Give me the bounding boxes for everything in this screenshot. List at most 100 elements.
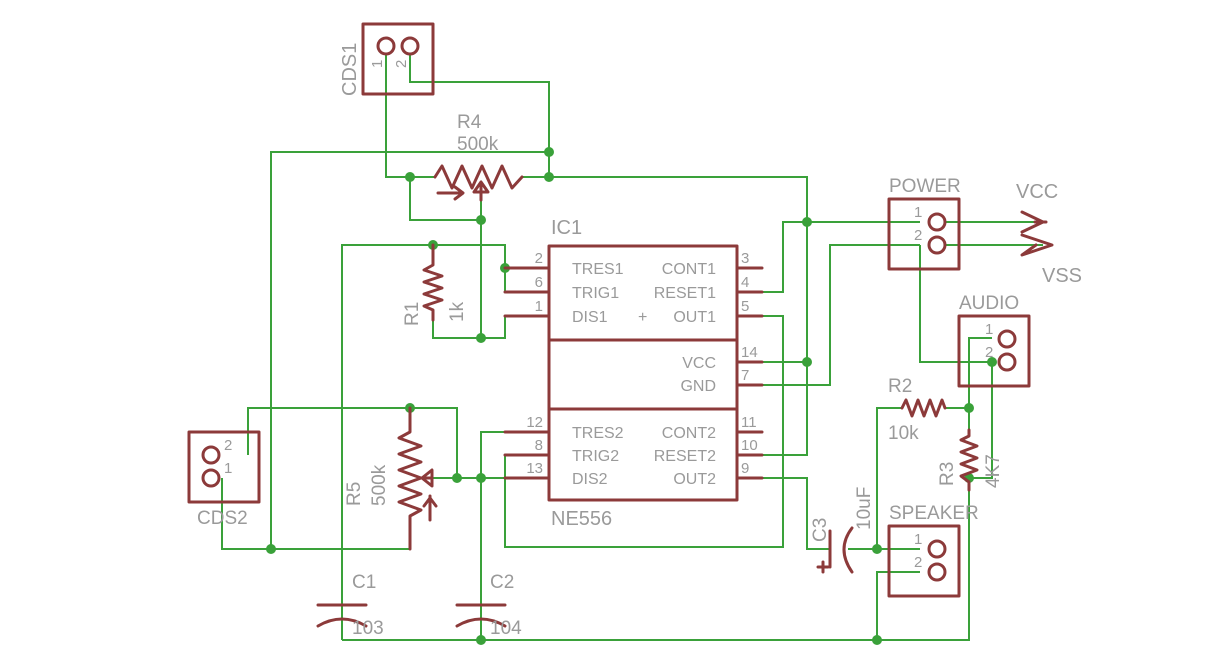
wiper-arrow <box>420 468 434 488</box>
component-label: R3 <box>937 462 958 486</box>
ic-value: NE556 <box>551 508 612 530</box>
pin-number: 11 <box>741 414 757 431</box>
pin-signal-label: DIS1 <box>572 309 608 326</box>
junction-dot <box>476 333 486 343</box>
component-label: C2 <box>490 572 514 593</box>
pin-number: 2 <box>914 227 922 244</box>
junction-dot <box>987 357 997 367</box>
c3-capacitor: C3 10uF <box>810 487 875 574</box>
pin-signal-label: TRES2 <box>572 425 624 442</box>
c1-capacitor: C1 103 <box>316 572 384 639</box>
pin-signal-label: OUT1 <box>673 309 716 326</box>
wiper-tip <box>422 496 438 508</box>
junction-dot <box>266 544 276 554</box>
junction-dot <box>476 635 486 645</box>
wires <box>221 55 1043 641</box>
wire <box>740 221 920 293</box>
pin-number: 1 <box>985 321 993 338</box>
component-label: C1 <box>352 572 376 593</box>
pin-signal-label: TRIG1 <box>572 285 619 302</box>
wire <box>409 55 550 152</box>
pin-pad <box>201 445 221 465</box>
pin-number: 9 <box>741 460 749 477</box>
power-connector: 1 2 POWER <box>887 176 961 271</box>
pin-number: 2 <box>393 60 410 68</box>
pin-number: 7 <box>741 367 749 384</box>
vss-label: VSS <box>1042 265 1082 287</box>
junction-dot <box>872 635 882 645</box>
resistor-zigzag <box>422 243 444 322</box>
pin-number: 5 <box>741 298 749 315</box>
r4-potentiometer: R4 500k <box>433 112 524 202</box>
wire <box>740 244 920 386</box>
wiper-arrow <box>472 180 490 194</box>
resistor-zigzag <box>959 428 979 492</box>
pin-number: 13 <box>526 460 543 477</box>
component-label: AUDIO <box>959 293 1019 314</box>
component-label: CDS1 <box>339 43 361 96</box>
connector-body <box>361 22 435 96</box>
junction-dot <box>544 172 554 182</box>
pin-pad <box>997 329 1017 349</box>
r2-resistor: R2 10k <box>888 376 947 444</box>
pin-number: 2 <box>914 554 922 571</box>
junction-dot <box>802 217 812 227</box>
connector-body <box>887 524 961 598</box>
resistor-zigzag <box>433 164 524 190</box>
junction-dot <box>544 147 554 157</box>
junction-dot <box>872 544 882 554</box>
pin-number: 2 <box>535 250 543 267</box>
cds2-connector: 2 1 CDS2 <box>187 430 261 529</box>
wire <box>385 55 435 178</box>
connector-body <box>887 197 961 271</box>
component-label: SPEAKER <box>889 503 979 524</box>
component-label: R4 <box>457 112 482 133</box>
capacitor-curved-plate <box>842 526 854 574</box>
wire <box>876 407 902 549</box>
pin-signal-label: OUT2 <box>673 471 716 488</box>
pin-signal-label: CONT2 <box>662 425 716 442</box>
pin-pad <box>927 212 947 232</box>
component-value: 4K7 <box>983 454 1004 488</box>
pin-signal-label: RESET1 <box>654 285 716 302</box>
junction-dot <box>476 473 486 483</box>
supply-symbols: VCC VSS <box>1016 181 1082 287</box>
pin-number: 2 <box>985 344 993 361</box>
capacitor-curved-plate <box>316 617 368 628</box>
ic1-ne556: IC1 NE556 + 2TRES16TRIG11DIS112TRES28TRI… <box>503 217 764 530</box>
component-value: 104 <box>490 618 522 639</box>
pin-number: 2 <box>224 437 232 454</box>
connector-body <box>187 430 261 504</box>
resistor-zigzag <box>900 398 947 418</box>
component-value: 10k <box>888 423 919 444</box>
audio-connector: 1 2 AUDIO <box>957 293 1031 388</box>
component-label: POWER <box>889 176 961 197</box>
ic-body <box>547 244 739 502</box>
wire <box>342 478 970 641</box>
pin-signal-label: GND <box>680 378 716 395</box>
plus-mark: + <box>638 309 647 326</box>
component-label: CDS2 <box>197 508 248 529</box>
ic-name: IC1 <box>551 217 582 239</box>
pin-number: 1 <box>535 298 543 315</box>
component-value: 103 <box>352 618 384 639</box>
pin-number: 14 <box>741 344 758 361</box>
pin-number: 3 <box>741 250 749 267</box>
connector-body <box>957 314 1031 388</box>
component-value: 500k <box>457 134 499 155</box>
pin-pad <box>927 562 947 582</box>
wire <box>522 176 808 222</box>
capacitor-curved-plate <box>455 617 507 628</box>
pin-number: 1 <box>369 60 386 68</box>
speaker-connector: 1 2 SPEAKER <box>887 503 979 598</box>
resistor-zigzag <box>397 406 423 551</box>
pin-number: 4 <box>741 274 749 291</box>
r3-resistor: R3 4K7 <box>937 428 1004 492</box>
junction-dot <box>452 473 462 483</box>
cds1-connector: 1 2 CDS1 <box>339 22 435 96</box>
pin-pad <box>376 36 396 56</box>
pin-number: 8 <box>535 437 543 454</box>
pin-pad <box>400 36 420 56</box>
pin-number: 12 <box>526 414 543 431</box>
